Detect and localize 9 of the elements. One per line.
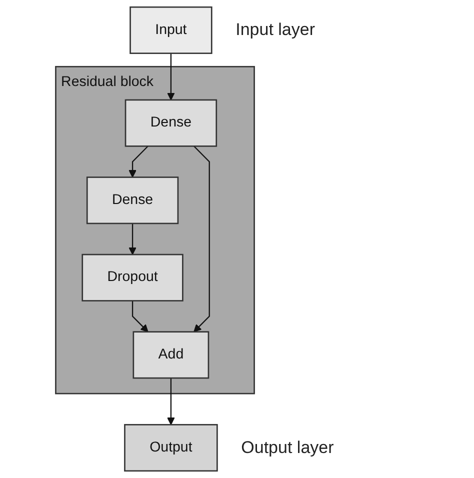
layer-label: Input layer [236,20,316,40]
process-box: Dropout [82,254,184,302]
process-box: Input [130,6,212,54]
process-box: Dense [124,99,218,147]
block-title: Residual block [61,74,154,90]
layer-label: Output layer [241,438,334,458]
process-box: Add [132,331,210,379]
process-box: Dense [86,176,179,224]
process-box: Output [124,424,218,472]
